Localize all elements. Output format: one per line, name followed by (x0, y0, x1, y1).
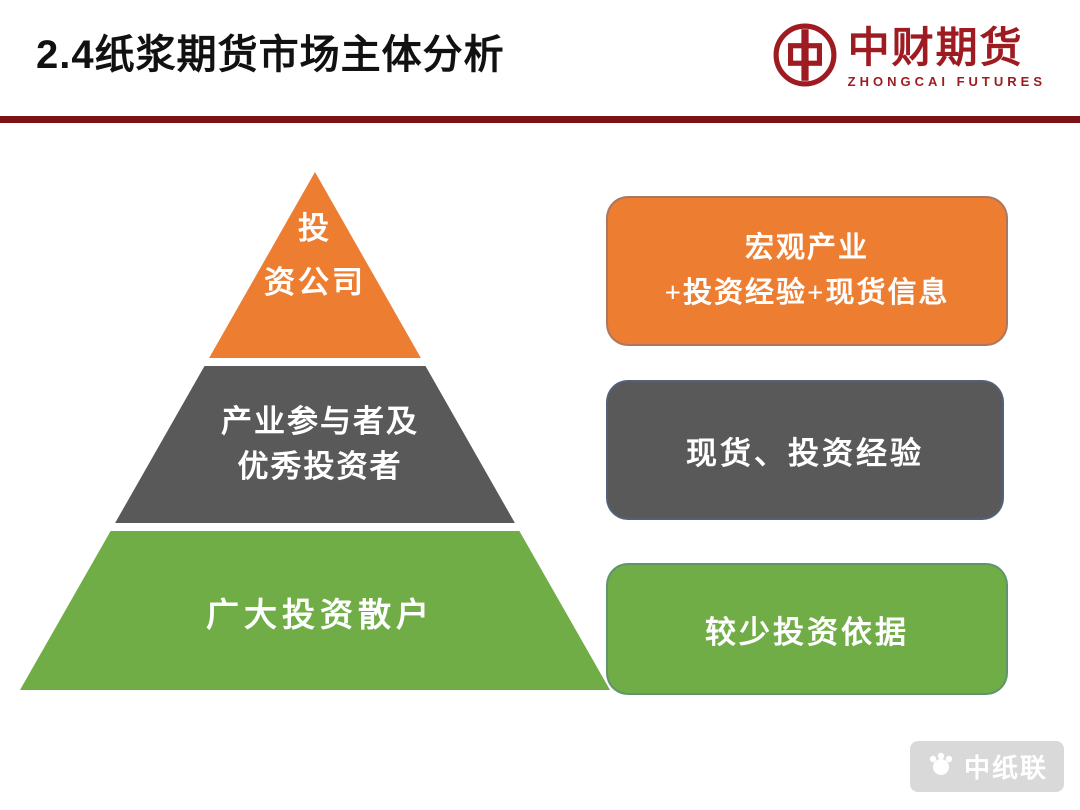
callout-investment-companies: 宏观产业 +投资经验+现货信息 (606, 196, 1008, 346)
header-divider (0, 116, 1080, 123)
pyramid-label-investment-companies: 投 资公司 (205, 202, 425, 311)
callout-retail-investors: 较少投资依据 (606, 563, 1008, 695)
pyramid-diagram (20, 172, 610, 690)
zhongzhilian-icon (926, 749, 956, 784)
callout-line: 较少投资依据 (705, 614, 909, 650)
callout-industry-participants: 现货、投资经验 (606, 380, 1004, 520)
callout-line: 宏观产业 (744, 232, 869, 265)
brand-name: 中财期货 (847, 23, 1024, 71)
tier-label-line: 广大投资散户 (206, 598, 434, 634)
zhongcai-logo-icon (772, 22, 838, 93)
tier-label-line: 资公司 (264, 265, 366, 301)
watermark: 中纸联 (909, 741, 1064, 792)
pyramid-tier-top-shape (209, 172, 421, 358)
tier-label-line: 产业参与者及 (221, 404, 419, 439)
pyramid-tier-middle-shape (115, 366, 515, 523)
brand-logo: 中财期货 ZHONGCAI FUTURES (772, 22, 1046, 93)
brand-subtitle: ZHONGCAI FUTURES (847, 73, 1046, 89)
page-title: 2.4纸浆期货市场主体分析 (36, 33, 505, 77)
tier-label-line: 投 (298, 211, 332, 246)
watermark-label: 中纸联 (963, 753, 1048, 783)
pyramid-tier-bottom-shape (20, 531, 610, 690)
pyramid-label-industry-participants: 产业参与者及 优秀投资者 (145, 400, 495, 490)
tier-label-line: 优秀投资者 (237, 448, 403, 484)
callout-line: 现货、投资经验 (686, 435, 924, 471)
pyramid-label-retail-investors: 广大投资散户 (115, 588, 525, 636)
brand-text: 中财期货 ZHONGCAI FUTURES (847, 23, 1046, 89)
callout-line: +投资经验+现货信息 (664, 277, 950, 309)
